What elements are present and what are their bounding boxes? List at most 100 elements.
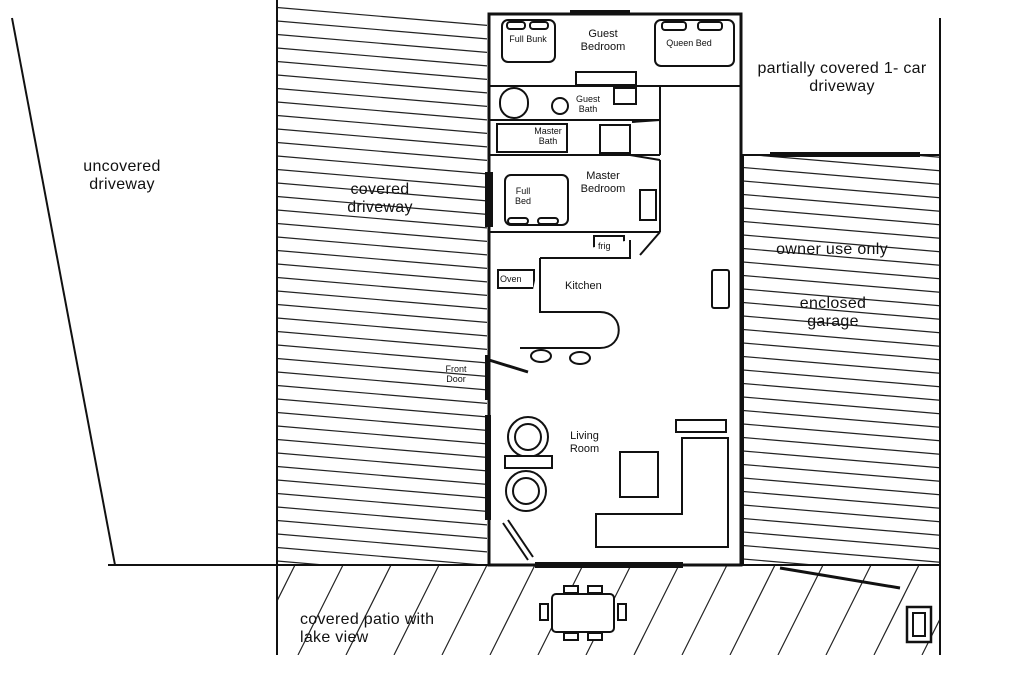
hatch-line bbox=[743, 369, 940, 388]
hatch-line bbox=[277, 222, 487, 242]
hatch-line bbox=[743, 261, 940, 280]
armchair-inner bbox=[514, 423, 542, 451]
hatch-line bbox=[743, 328, 940, 347]
kitchen-counter bbox=[520, 240, 631, 349]
hatch-line bbox=[277, 546, 487, 565]
hatch-line bbox=[743, 100, 940, 117]
queen-pillow-2 bbox=[697, 21, 723, 31]
patio-chair-3 bbox=[563, 632, 579, 641]
patio-hatch-line bbox=[681, 565, 728, 655]
hatch-line bbox=[277, 588, 487, 606]
armchair-2-inner bbox=[512, 477, 540, 505]
queen-bed bbox=[654, 19, 735, 67]
uncovered-driveway-label: uncovered driveway bbox=[83, 158, 161, 194]
hatch-line bbox=[277, 87, 487, 107]
top-window bbox=[570, 10, 630, 15]
patio-hatch-line bbox=[633, 565, 680, 655]
patio-hatch-line bbox=[970, 565, 1015, 655]
guest-dresser bbox=[575, 71, 637, 86]
guest-tub bbox=[499, 87, 529, 119]
patio-hatch-line bbox=[825, 565, 872, 655]
patio-hatch-line bbox=[345, 565, 392, 655]
patio-hatch-line bbox=[441, 565, 488, 655]
patio-hatch-line bbox=[777, 565, 824, 655]
hatch-line bbox=[277, 128, 487, 148]
hatch-line bbox=[277, 452, 487, 472]
coffee-table bbox=[619, 451, 659, 498]
patio-door bbox=[535, 562, 683, 568]
hatch-line bbox=[743, 301, 940, 320]
hatch-line bbox=[277, 114, 487, 134]
hatch-line bbox=[743, 409, 940, 428]
hatch-line bbox=[743, 423, 940, 442]
hatch-line bbox=[277, 182, 487, 202]
hatch-line bbox=[277, 155, 487, 175]
partially-covered-label: partially covered 1- car driveway bbox=[757, 60, 927, 96]
hatch-line bbox=[743, 531, 940, 550]
hatch-line bbox=[277, 33, 487, 53]
hatch-line bbox=[277, 411, 487, 431]
enclosed-garage-label: enclosed garage bbox=[799, 295, 867, 331]
hatch-line bbox=[277, 276, 487, 296]
hatch-line bbox=[277, 344, 487, 364]
rear-door-swing-b bbox=[507, 519, 534, 558]
hatch-line bbox=[277, 47, 487, 67]
hatch-line bbox=[277, 492, 487, 512]
hatch-line bbox=[277, 101, 487, 121]
hatch-line bbox=[743, 166, 940, 185]
hatch-line bbox=[743, 477, 940, 496]
bath-door-swing-2 bbox=[629, 154, 661, 161]
hatch-line bbox=[277, 384, 487, 404]
hatch-line bbox=[743, 207, 940, 226]
patio-fixture-inner bbox=[912, 612, 926, 637]
sectional-sofa bbox=[595, 437, 729, 548]
fridge-label: frig bbox=[598, 241, 611, 251]
hatch-line bbox=[743, 463, 940, 482]
hatch-line bbox=[743, 180, 940, 199]
hatch-line bbox=[277, 141, 487, 161]
covered-patio-label: covered patio with lake view bbox=[300, 611, 435, 647]
hatch-line bbox=[743, 517, 940, 536]
front-door-label: Front Door bbox=[445, 364, 467, 385]
hatch-line bbox=[743, 450, 940, 469]
bar-stool bbox=[530, 349, 552, 363]
patio-table bbox=[551, 593, 615, 633]
queen-bed-label: Queen Bed bbox=[666, 38, 712, 48]
hatch-line bbox=[277, 263, 487, 283]
hatch-line bbox=[743, 274, 940, 293]
living-window bbox=[485, 415, 491, 520]
patio-chair-4 bbox=[587, 632, 603, 641]
patio-chair-5 bbox=[539, 603, 549, 621]
guest-toilet bbox=[551, 97, 569, 115]
patio-chair-2 bbox=[587, 585, 603, 594]
tv-stand bbox=[675, 419, 727, 433]
garage-top-edge bbox=[770, 152, 920, 157]
hatch-line bbox=[743, 342, 940, 361]
front-door-swing bbox=[488, 358, 529, 374]
hatch-line bbox=[277, 479, 487, 499]
rear-door-swing bbox=[502, 522, 529, 561]
patio-hatch-line bbox=[489, 565, 536, 655]
hatch-line bbox=[277, 60, 487, 80]
hatch-line bbox=[743, 436, 940, 455]
master-door-swing bbox=[639, 231, 661, 256]
patio-hatch-line bbox=[729, 565, 776, 655]
oven-box bbox=[497, 269, 535, 289]
covered-driveway-hatching bbox=[277, 0, 487, 606]
hatch-line bbox=[743, 396, 940, 415]
bar-stool-2 bbox=[569, 351, 591, 365]
hatch-line bbox=[277, 317, 487, 337]
hatch-line bbox=[743, 220, 940, 239]
covered-driveway-label: covered driveway bbox=[347, 181, 413, 217]
hatch-line bbox=[743, 114, 940, 131]
bunk-pillow-2 bbox=[529, 21, 549, 30]
hatch-line bbox=[277, 290, 487, 310]
driveway-edge-line bbox=[11, 17, 116, 566]
hatch-line bbox=[277, 236, 487, 256]
patio-hatch-line bbox=[277, 565, 296, 603]
full-bunk-label: Full Bunk bbox=[509, 34, 547, 44]
side-table bbox=[504, 455, 553, 469]
bunk-pillow bbox=[506, 21, 526, 30]
guest-bath-label: Guest Bath bbox=[575, 94, 600, 115]
